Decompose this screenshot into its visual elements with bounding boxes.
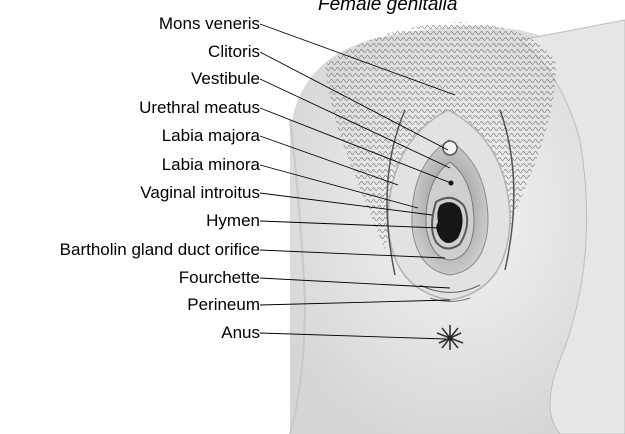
left-fold — [386, 109, 406, 276]
leader-line — [259, 23, 456, 96]
label-bartholin-gland-duct-orifice: Bartholin gland duct orifice — [59, 240, 260, 259]
leader-line — [259, 78, 451, 169]
leader-line — [259, 277, 451, 289]
label-vaginal-introitus: Vaginal introitus — [140, 183, 260, 202]
label-row: Hymen — [0, 211, 260, 231]
label-row: Bartholin gland duct orifice — [0, 240, 260, 260]
label-labia-minora: Labia minora — [161, 155, 260, 174]
vaginal-opening — [436, 202, 463, 243]
label-mons-veneris: Mons veneris — [158, 14, 260, 33]
right-thigh — [518, 19, 625, 434]
label-row: Labia minora — [0, 155, 260, 175]
leader-line — [259, 332, 447, 340]
label-fourchette: Fourchette — [178, 268, 260, 287]
label-perineum: Perineum — [187, 295, 260, 314]
perineum-fold — [429, 297, 471, 302]
right-fold — [499, 109, 515, 271]
label-vestibule: Vestibule — [191, 69, 260, 88]
label-labia-majora: Labia majora — [161, 126, 260, 145]
leader-line — [259, 249, 446, 259]
hymen-rim — [431, 196, 469, 250]
clitoris-shape — [442, 140, 458, 156]
label-row: Anus — [0, 323, 260, 343]
leader-line — [259, 192, 433, 216]
leader-line — [259, 164, 419, 209]
label-row: Perineum — [0, 295, 260, 315]
label-row: Labia majora — [0, 126, 260, 146]
label-anus: Anus — [221, 323, 260, 342]
leader-line — [259, 135, 399, 186]
diagram-title: Female genitalia — [318, 0, 458, 15]
label-row: Vestibule — [0, 69, 260, 89]
label-hymen: Hymen — [206, 211, 260, 230]
leader-line — [259, 51, 449, 151]
label-row: Clitoris — [0, 42, 260, 62]
leader-line — [259, 299, 451, 306]
leader-line — [259, 107, 452, 184]
label-clitoris: Clitoris — [208, 42, 260, 61]
label-row: Fourchette — [0, 268, 260, 288]
label-row: Mons veneris — [0, 14, 260, 34]
leader-lines — [259, 23, 456, 340]
label-row: Urethral meatus — [0, 98, 260, 118]
leader-line — [259, 220, 441, 229]
label-urethral-meatus: Urethral meatus — [139, 98, 260, 117]
label-row: Vaginal introitus — [0, 183, 260, 203]
fourchette-fold — [419, 284, 481, 293]
left-thigh — [289, 119, 307, 434]
